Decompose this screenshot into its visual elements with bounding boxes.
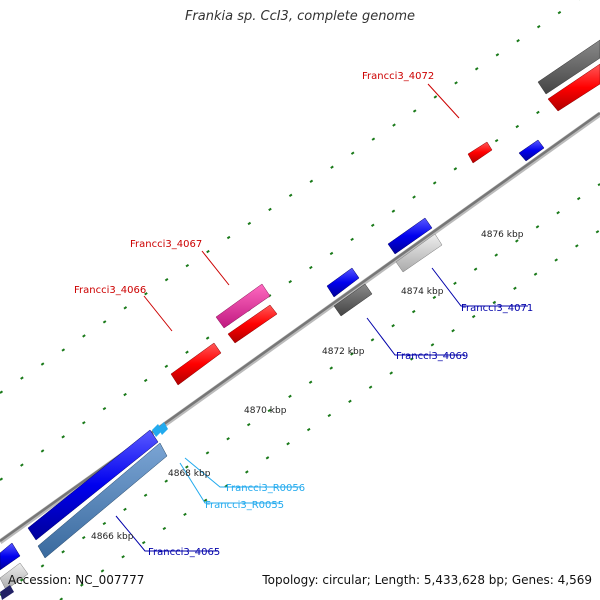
leader-4066 (143, 295, 173, 332)
feature-francci3-4065-bottom[interactable] (0, 442, 168, 600)
gene-label-4069[interactable]: Francci3_4069 (396, 351, 468, 362)
gene-label-4071[interactable]: Francci3_4071 (461, 303, 533, 314)
gene-label-4066[interactable]: Francci3_4066 (74, 285, 146, 296)
gene-label-4065[interactable]: Francci3_4065 (148, 547, 220, 558)
kbp-label-4872: 4872 kbp (322, 347, 365, 357)
feature-francci3-4071[interactable] (387, 217, 443, 273)
accession-text: Accession: NC_007777 (8, 573, 145, 587)
tick-track-outer-1 (0, 69, 600, 481)
genome-summary-text: Topology: circular; Length: 5,433,628 bp… (262, 573, 592, 587)
feature-4072-top-right[interactable] (537, 39, 600, 112)
leader-4065 (115, 515, 218, 552)
kbp-label-4866: 4866 kbp (91, 532, 134, 542)
leader-4067 (201, 250, 230, 286)
gene-label-r0055[interactable]: Francci3_R0055 (205, 500, 284, 511)
tick-track-outer-2 (0, 0, 580, 394)
feature-francci3-4066[interactable] (170, 342, 222, 386)
genome-backbone (0, 111, 600, 543)
feature-francci3-4065-top[interactable] (0, 429, 159, 571)
leader-4071 (431, 267, 528, 307)
gene-label-4072[interactable]: Francci3_4072 (362, 71, 434, 82)
leader-4072 (427, 83, 460, 119)
feature-francci3-4067[interactable] (215, 283, 278, 344)
kbp-label-4874: 4874 kbp (401, 287, 444, 297)
leader-r0056 (184, 457, 300, 488)
leader-r0055 (179, 462, 280, 504)
tick-track-inner-1 (0, 183, 600, 596)
gene-label-r0056[interactable]: Francci3_R0056 (226, 483, 305, 494)
feature-francci3-r0055-r0056[interactable] (152, 422, 168, 437)
feature-francci3-4072[interactable] (467, 141, 493, 164)
gene-label-4067[interactable]: Francci3_4067 (130, 239, 202, 250)
kbp-label-4870: 4870 kbp (244, 406, 287, 416)
kbp-label-4868: 4868 kbp (168, 469, 211, 479)
feature-francci3-4069[interactable] (326, 267, 373, 317)
kbp-label-4876: 4876 kbp (481, 230, 524, 240)
leader-4069 (366, 317, 465, 356)
feature-right-blue-small[interactable] (518, 139, 545, 162)
tick-track-inner-2 (59, 229, 600, 600)
map-title: Frankia sp. CcI3, complete genome (184, 9, 416, 24)
